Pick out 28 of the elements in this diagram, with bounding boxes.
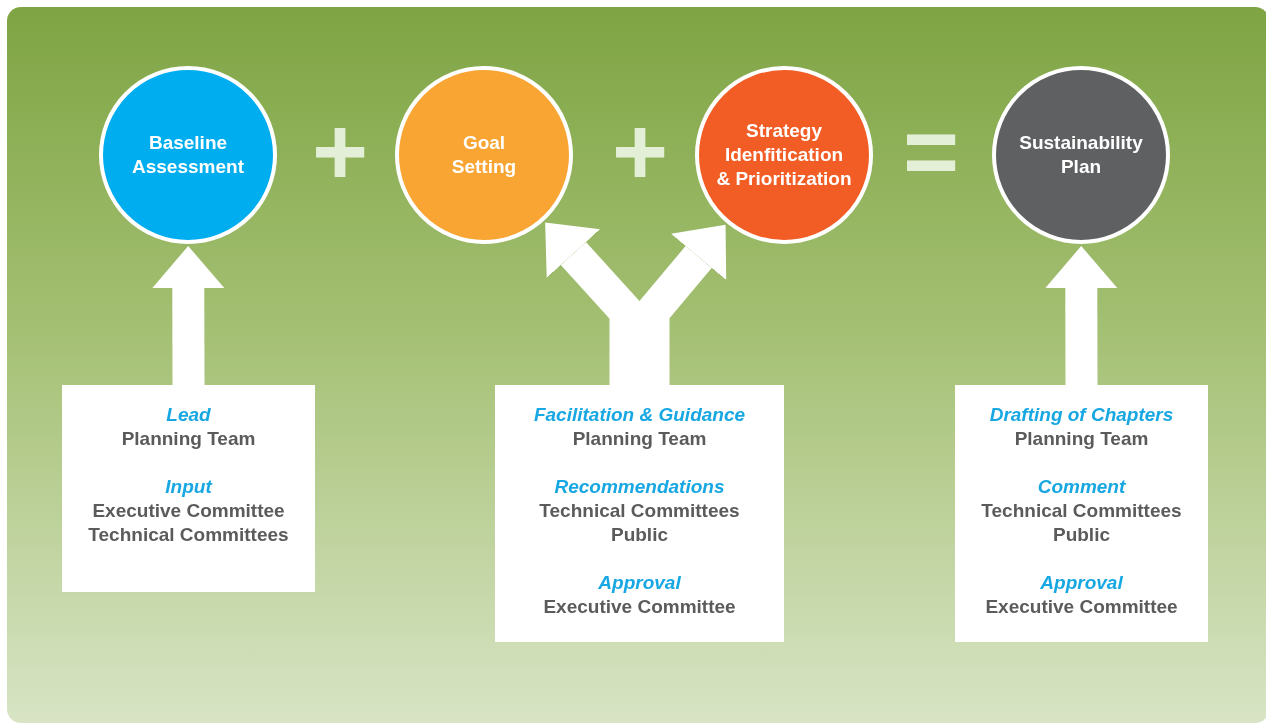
step-title: Strategy Idenfitication & Prioritization — [716, 119, 852, 191]
operator-sign: = — [903, 112, 960, 192]
role-heading: Input — [165, 475, 212, 499]
role-card — [495, 385, 784, 642]
role-heading: Lead — [166, 403, 211, 427]
role-text: Planning Team — [120, 427, 257, 451]
role-heading: Approval — [1040, 571, 1123, 595]
role-heading: Approval — [598, 571, 681, 595]
step-title: Sustainability Plan — [1018, 131, 1144, 179]
role-text: Executive Committee Technical Committees — [87, 499, 290, 547]
role-text: Planning Team — [1013, 427, 1150, 451]
role-card — [955, 385, 1208, 642]
block-arrow — [152, 246, 225, 386]
role-heading: Facilitation & Guidance — [533, 403, 746, 427]
role-text: Executive Committee — [542, 595, 737, 619]
step-title: Baseline Assessment — [131, 131, 245, 179]
role-text: Technical Committees Public — [980, 499, 1183, 547]
role-heading: Comment — [1037, 475, 1126, 499]
role-heading: Drafting of Chapters — [989, 403, 1174, 427]
step-title: Goal Setting — [450, 131, 518, 179]
role-heading: Recommendations — [554, 475, 725, 499]
role-card — [62, 385, 315, 592]
role-text: Planning Team — [571, 427, 708, 451]
operator-sign: + — [612, 112, 669, 192]
block-arrow — [1045, 246, 1118, 386]
role-text: Executive Committee — [984, 595, 1179, 619]
role-text: Technical Committees Public — [538, 499, 741, 547]
operator-sign: + — [312, 112, 369, 192]
